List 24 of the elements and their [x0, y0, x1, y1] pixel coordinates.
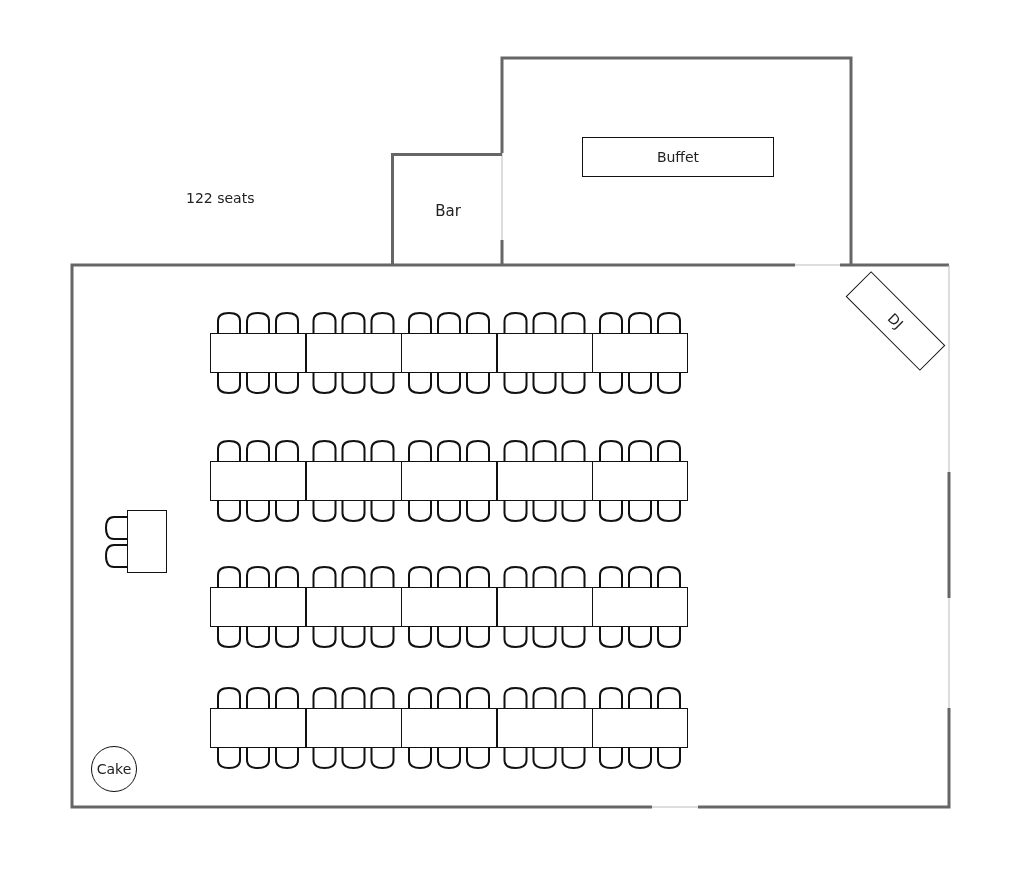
table: [496, 333, 593, 373]
table: [401, 461, 497, 501]
table: [210, 708, 306, 748]
table: [305, 587, 402, 627]
table: [305, 333, 402, 373]
table: [305, 461, 402, 501]
table: [401, 333, 497, 373]
table: [401, 587, 497, 627]
table: [210, 461, 306, 501]
table: [496, 461, 593, 501]
bar-room: Bar: [391, 153, 502, 265]
table: [592, 587, 688, 627]
table: [210, 333, 306, 373]
seat-count-note: 122 seats: [186, 190, 255, 206]
table: [496, 587, 593, 627]
table: [127, 510, 167, 573]
table: [496, 708, 593, 748]
table: [305, 708, 402, 748]
buffet-table: Buffet: [582, 137, 774, 177]
table: [592, 333, 688, 373]
table: [401, 708, 497, 748]
table: [592, 708, 688, 748]
table: [210, 587, 306, 627]
table: [592, 461, 688, 501]
